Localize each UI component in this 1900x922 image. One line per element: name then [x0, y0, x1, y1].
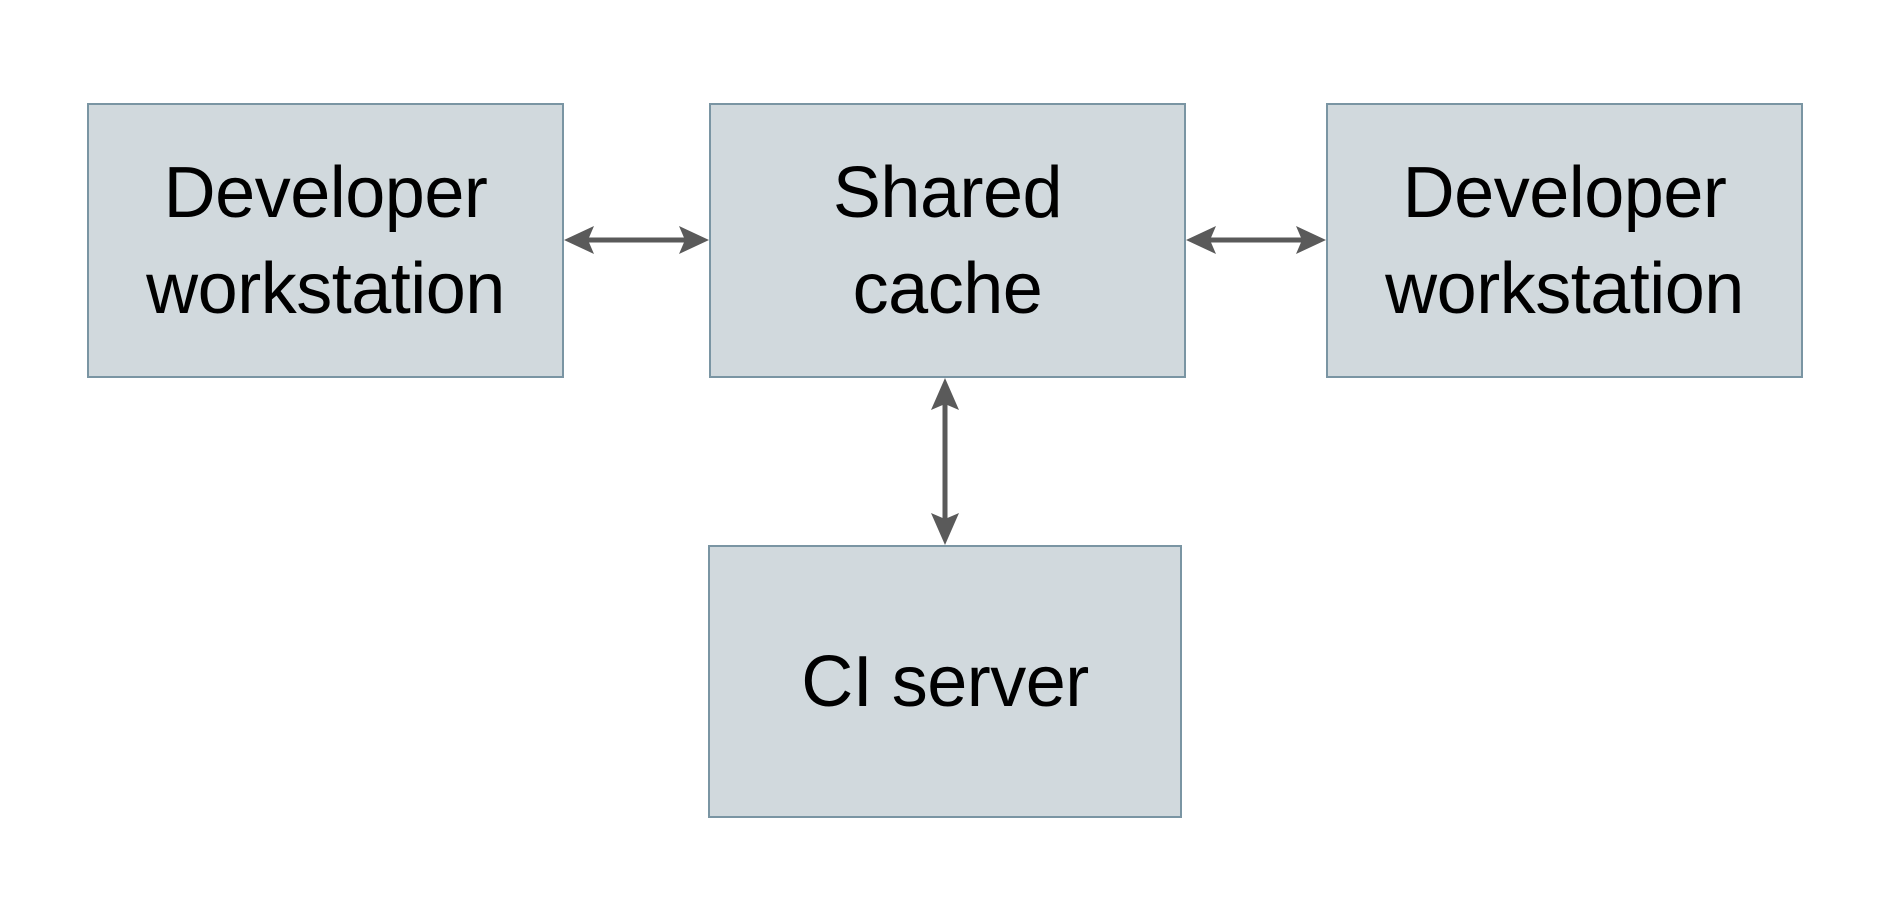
- node-label: Developer workstation: [146, 152, 505, 329]
- node-label: Developer workstation: [1385, 152, 1744, 329]
- connector-shared-cache-to-ci-server[interactable]: [921, 378, 969, 545]
- node-shared-cache[interactable]: Shared cache: [709, 103, 1186, 378]
- node-developer-workstation-right[interactable]: Developer workstation: [1326, 103, 1803, 378]
- double-arrow-horizontal-icon: [1186, 226, 1326, 254]
- node-label: Shared cache: [832, 152, 1063, 329]
- node-ci-server[interactable]: CI server: [708, 545, 1182, 818]
- node-developer-workstation-left[interactable]: Developer workstation: [87, 103, 564, 378]
- connector-shared-cache-to-developer-workstation-right[interactable]: [1186, 216, 1326, 264]
- connector-developer-workstation-left-to-shared-cache[interactable]: [564, 216, 709, 264]
- node-label: CI server: [801, 641, 1089, 722]
- double-arrow-horizontal-icon: [564, 226, 709, 254]
- double-arrow-vertical-icon: [931, 378, 959, 545]
